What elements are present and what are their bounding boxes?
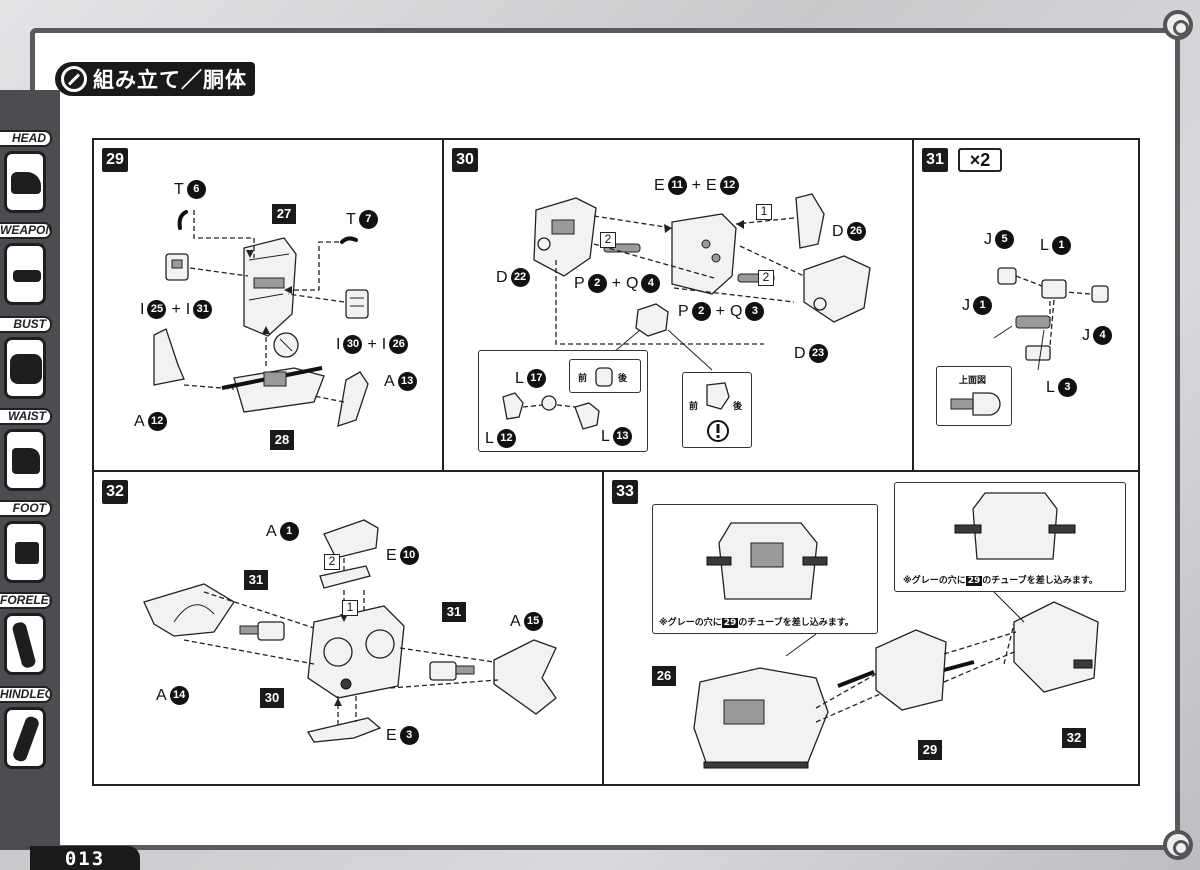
section-title: 組み立て／胴体 xyxy=(93,68,247,92)
bust-silhouette-icon xyxy=(4,337,46,399)
sidebar-item-label: HEAD xyxy=(0,130,52,147)
top-view-label: 上面図 xyxy=(959,376,987,386)
sidebar-item-foot[interactable]: FOOT xyxy=(0,500,52,583)
section-title-bar: 組み立て／胴体 xyxy=(55,62,255,96)
step-29-diagram xyxy=(153,210,369,427)
sidebar-item-label: HINDLEG xyxy=(0,686,52,703)
foot-silhouette-icon xyxy=(4,521,46,583)
wrench-gear-icon xyxy=(61,66,87,92)
waist-silhouette-icon xyxy=(4,429,46,491)
bolt-icon xyxy=(1163,10,1193,40)
order-box-1: 1 xyxy=(756,204,772,220)
sidebar-item-label: FORELEG xyxy=(0,592,52,609)
front-label: 前 xyxy=(689,402,699,412)
sidebar-item-bust[interactable]: BUST xyxy=(0,316,52,399)
step-number: 29 xyxy=(102,148,128,172)
sidebar-item-label: BUST xyxy=(0,316,52,333)
sidebar-item-head[interactable]: HEAD xyxy=(0,130,52,213)
weapon-silhouette-icon xyxy=(4,243,46,305)
step-30-diagram xyxy=(533,193,871,371)
step-ref-29: 29 xyxy=(918,740,942,760)
back-label: 後 xyxy=(618,374,628,384)
step-number: 31 xyxy=(922,148,948,172)
step-number: 30 xyxy=(452,148,478,172)
order-box-2: 2 xyxy=(324,554,340,570)
top-view-inset: 上面図 xyxy=(936,366,1012,426)
page-number: 013 xyxy=(30,846,140,870)
step-ref-30: 30 xyxy=(260,688,284,708)
quantity-multiplier: ×2 xyxy=(958,148,1002,172)
step-32-diagram xyxy=(143,519,557,743)
sidebar-item-hindleg[interactable]: HINDLEG xyxy=(0,686,52,769)
step-33-diagram xyxy=(693,591,1099,769)
step-ref-26: 26 xyxy=(652,666,676,686)
head-silhouette-icon xyxy=(4,151,46,213)
sidebar-item-label: WEAPON xyxy=(0,222,52,239)
step-ref-31: 31 xyxy=(244,570,268,590)
order-box-1: 1 xyxy=(342,600,358,616)
step-number: 33 xyxy=(612,480,638,504)
sidebar-item-weapon[interactable]: WEAPON xyxy=(0,222,52,305)
step-31-diagram xyxy=(993,267,1109,371)
back-label: 後 xyxy=(733,402,743,412)
hindleg-silhouette-icon xyxy=(4,707,46,769)
caution-callout: 前 後 xyxy=(682,372,752,448)
step-ref-27: 27 xyxy=(272,204,296,224)
foreleg-silhouette-icon xyxy=(4,613,46,675)
sidebar-item-label: WAIST xyxy=(0,408,52,425)
bolt-icon xyxy=(1163,830,1193,860)
step-ref-32: 32 xyxy=(1062,728,1086,748)
order-box-2: 2 xyxy=(600,232,616,248)
order-box-2: 2 xyxy=(758,270,774,286)
step-ref-31: 31 xyxy=(442,602,466,622)
step-ref-28: 28 xyxy=(270,430,294,450)
sidebar-item-label: FOOT xyxy=(0,500,52,517)
sidebar-item-foreleg[interactable]: FORELEG xyxy=(0,592,52,675)
step-number: 32 xyxy=(102,480,128,504)
front-label: 前 xyxy=(578,374,588,384)
orientation-inset: 前 後 xyxy=(569,359,641,393)
sidebar-item-waist[interactable]: WAIST xyxy=(0,408,52,491)
